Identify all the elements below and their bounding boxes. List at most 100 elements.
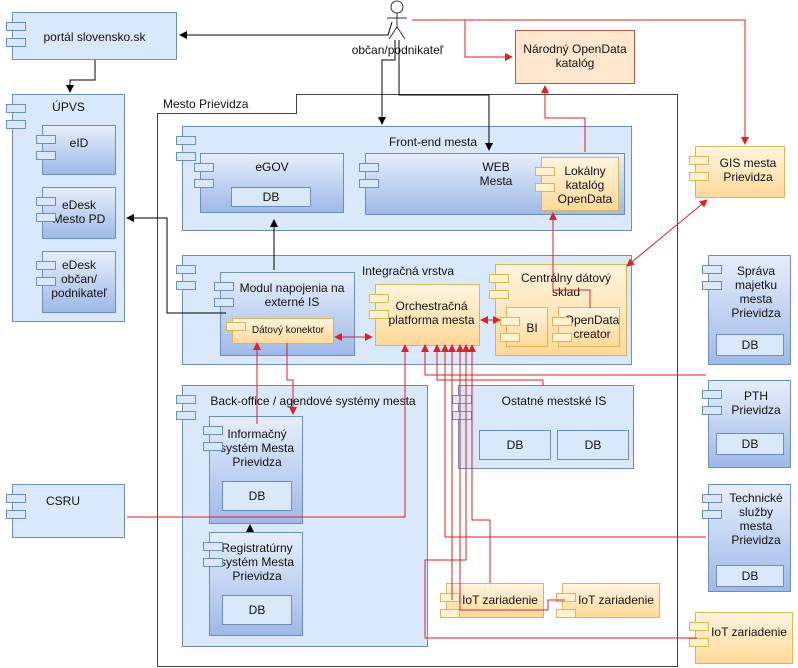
component-tab-icon <box>552 317 572 326</box>
national-opendata-label: Národný OpenData katalóg <box>523 42 627 70</box>
component-tab-icon <box>176 411 196 420</box>
csru-component[interactable]: CSRU <box>12 484 125 538</box>
upvs-eid[interactable]: eID <box>42 125 116 175</box>
registry-db: DB <box>222 595 292 625</box>
orchestration-label: Orchestračná platforma mesta <box>388 299 475 327</box>
frontend-component[interactable]: Front-end mesta eGOV DB WEB Mesta Lokáln… <box>182 126 632 231</box>
portal-label: portál slovensko.sk <box>43 30 146 44</box>
actor-to-portal-line <box>179 21 393 39</box>
component-tab-icon <box>36 197 56 206</box>
national-opendata-catalog[interactable]: Národný OpenData katalóg <box>515 30 635 84</box>
component-tab-icon <box>36 151 56 160</box>
external-module-label: Modul napojenia na externé IS <box>239 281 345 309</box>
component-tab-icon <box>6 22 26 31</box>
city-frame-tab: Mesto Prievidza <box>157 94 297 114</box>
component-tab-icon <box>500 333 520 342</box>
actor-icon <box>387 0 407 40</box>
portal-slovensko-node[interactable]: portál slovensko.sk <box>12 12 177 60</box>
upvs-edesk-mesto-label: eDesk Mesto PD <box>52 198 106 226</box>
component-tab-icon <box>194 179 214 188</box>
component-tab-icon <box>176 281 196 290</box>
component-tab-icon <box>203 542 223 551</box>
local-catalog-label: Lokálny katalóg OpenData <box>557 164 613 206</box>
is-mesta[interactable]: Informačný systém Mesta Prievidza DB <box>209 416 303 524</box>
component-tab-icon <box>369 310 389 319</box>
csru-label: CSRU <box>45 494 80 508</box>
integration-layer[interactable]: Integračná vrstva Modul napojenia na ext… <box>182 255 632 365</box>
component-tab-icon <box>489 290 509 299</box>
component-tab-icon <box>36 135 56 144</box>
component-tab-icon <box>702 390 722 399</box>
iot-device-2[interactable]: IoT zariadenie <box>562 583 660 618</box>
component-tab-icon <box>203 558 223 567</box>
component-tab-icon <box>176 152 196 161</box>
component-tab-icon <box>702 406 722 415</box>
component-tab-icon <box>6 510 26 519</box>
other-city-is[interactable]: Ostatné mestské IS DB DB <box>458 385 634 469</box>
component-tab-icon <box>535 183 555 192</box>
pth-db: DB <box>716 433 784 455</box>
component-tab-icon <box>440 593 460 602</box>
component-tab-icon <box>556 593 576 602</box>
frontend-title: Front-end mesta <box>388 135 478 149</box>
component-tab-icon <box>500 317 520 326</box>
is-mesta-db: DB <box>222 481 292 511</box>
upvs-eid-label: eID <box>69 136 89 150</box>
warehouse-label: Centrálny dátový sklad <box>520 271 612 299</box>
component-tab-icon <box>552 333 572 342</box>
technical-services[interactable]: Technické služby mesta Prievidza DB <box>708 484 791 592</box>
registry-label: Registratúrny systém Mesta Prievidza <box>219 541 294 583</box>
iot-device-1[interactable]: IoT zariadenie <box>446 583 544 618</box>
component-tab-icon <box>36 213 56 222</box>
egov-db: DB <box>231 187 311 207</box>
component-tab-icon <box>702 265 722 274</box>
backoffice-title: Back-office / agendové systémy mesta <box>210 394 416 408</box>
pth-component[interactable]: PTH Prievidza DB <box>708 380 791 468</box>
component-tab-icon <box>369 294 389 303</box>
property-label: Správa majetku mesta Prievidza <box>731 264 781 320</box>
component-tab-icon <box>359 163 379 172</box>
component-tab-icon <box>194 163 214 172</box>
component-tab-icon <box>702 281 722 290</box>
component-tab-icon <box>689 172 709 181</box>
component-tab-icon <box>6 104 26 113</box>
gis-component[interactable]: GIS mesta Prievidza <box>695 146 785 198</box>
component-tab-icon <box>452 395 472 404</box>
component-tab-icon <box>226 322 246 331</box>
pth-label: PTH Prievidza <box>731 389 781 417</box>
component-tab-icon <box>535 167 555 176</box>
component-tab-icon <box>6 38 26 47</box>
central-data-warehouse[interactable]: Centrálny dátový sklad BI OpenData creat… <box>495 264 627 356</box>
component-tab-icon <box>440 609 460 618</box>
iot-device-3[interactable]: IoT zariadenie <box>695 612 793 664</box>
web-mesta-label: WEB Mesta <box>479 160 513 188</box>
component-tab-icon <box>452 411 472 420</box>
orchestration-platform[interactable]: Orchestračná platforma mesta <box>375 284 480 346</box>
component-tab-icon <box>203 426 223 435</box>
component-tab-icon <box>6 494 26 503</box>
component-tab-icon <box>359 179 379 188</box>
component-tab-icon <box>203 442 223 451</box>
upvs-title: ÚPVS <box>52 100 85 114</box>
iot-label-1: IoT zariadenie <box>462 593 538 607</box>
egov-component[interactable]: eGOV DB <box>200 153 344 213</box>
gis-label: GIS mesta Prievidza <box>719 156 777 184</box>
tech-db: DB <box>716 565 784 587</box>
component-tab-icon <box>214 282 234 291</box>
upvs-component[interactable]: ÚPVS eID eDesk Mesto PD eDesk občan/ pod… <box>12 94 125 322</box>
data-connector[interactable]: Dátový konektor <box>232 318 334 344</box>
component-tab-icon <box>176 395 196 404</box>
bi-component[interactable]: BI <box>506 307 548 347</box>
opendata-creator-label: OpenData creator <box>564 313 620 341</box>
backoffice-component[interactable]: Back-office / agendové systémy mesta Inf… <box>182 385 428 647</box>
component-tab-icon <box>214 298 234 307</box>
other-is-db-1: DB <box>479 430 551 460</box>
component-tab-icon <box>176 265 196 274</box>
tech-label: Technické služby mesta Prievidza <box>729 491 783 547</box>
integration-title: Integračná vrstva <box>361 264 455 278</box>
other-is-title: Ostatné mestské IS <box>501 394 607 408</box>
registry-system[interactable]: Registratúrny systém Mesta Prievidza DB <box>209 532 303 636</box>
upvs-edesk-obcan-label: eDesk občan/ podnikateľ <box>51 258 107 300</box>
iot-label-3: IoT zariadenie <box>711 625 787 639</box>
egov-label: eGOV <box>255 160 289 174</box>
